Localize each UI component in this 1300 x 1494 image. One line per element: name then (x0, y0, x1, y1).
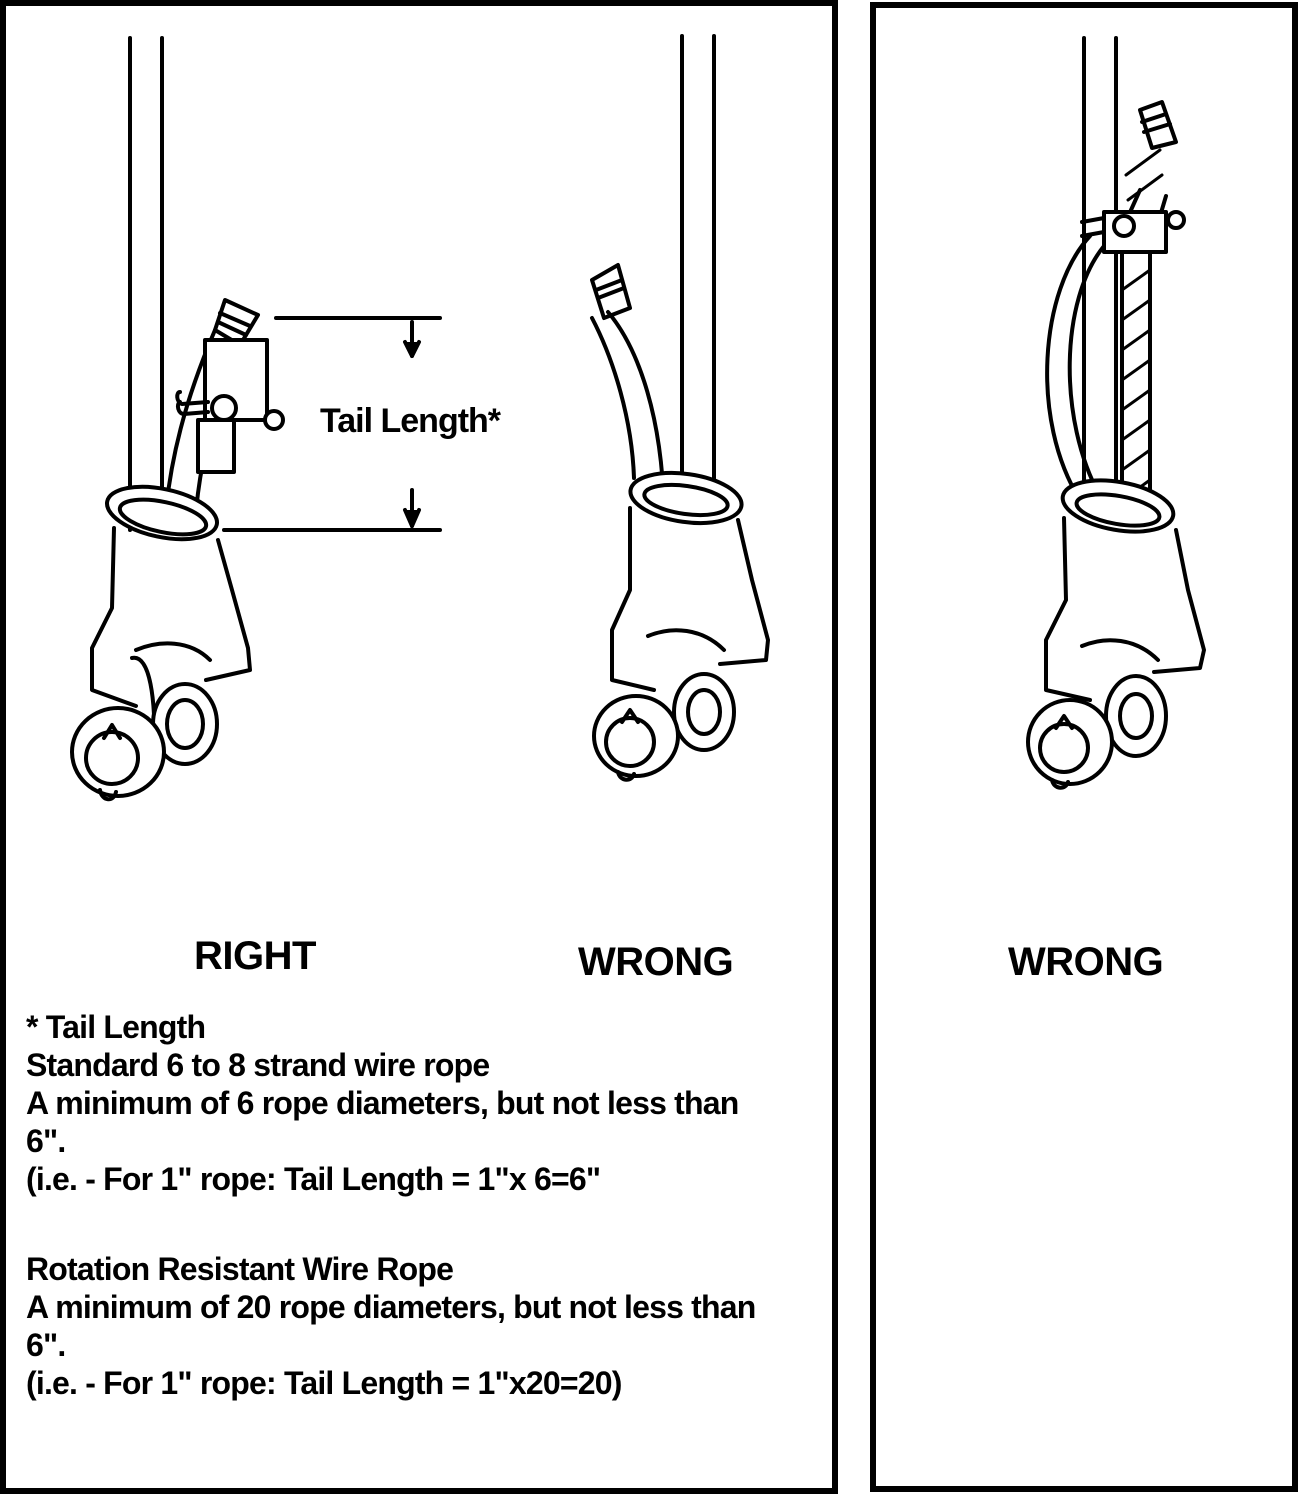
wrong-1-wedge-socket (590, 34, 770, 782)
wrong-2-wedge-socket (1026, 36, 1206, 790)
rotation-rope-rule: A minimum of 20 rope diameters, but not … (26, 1289, 756, 1363)
wrong-label-2: WRONG (1008, 940, 1164, 984)
notes-heading: * Tail Length (26, 1009, 206, 1045)
wrong-label-1: WRONG (578, 940, 734, 984)
standard-rope-rule: A minimum of 6 rope diameters, but not l… (26, 1085, 739, 1159)
rotation-rope-title: Rotation Resistant Wire Rope (26, 1251, 454, 1287)
right-wedge-socket (70, 36, 442, 802)
tail-length-notes: * Tail Length Standard 6 to 8 strand wir… (26, 1008, 786, 1402)
tail-length-dimension-label: Tail Length* (320, 402, 501, 440)
rotation-rope-example: (i.e. - For 1" rope: Tail Length = 1"x20… (26, 1365, 622, 1401)
standard-rope-example: (i.e. - For 1" rope: Tail Length = 1"x 6… (26, 1161, 601, 1197)
standard-rope-title: Standard 6 to 8 strand wire rope (26, 1047, 490, 1083)
right-label: RIGHT (194, 934, 316, 978)
